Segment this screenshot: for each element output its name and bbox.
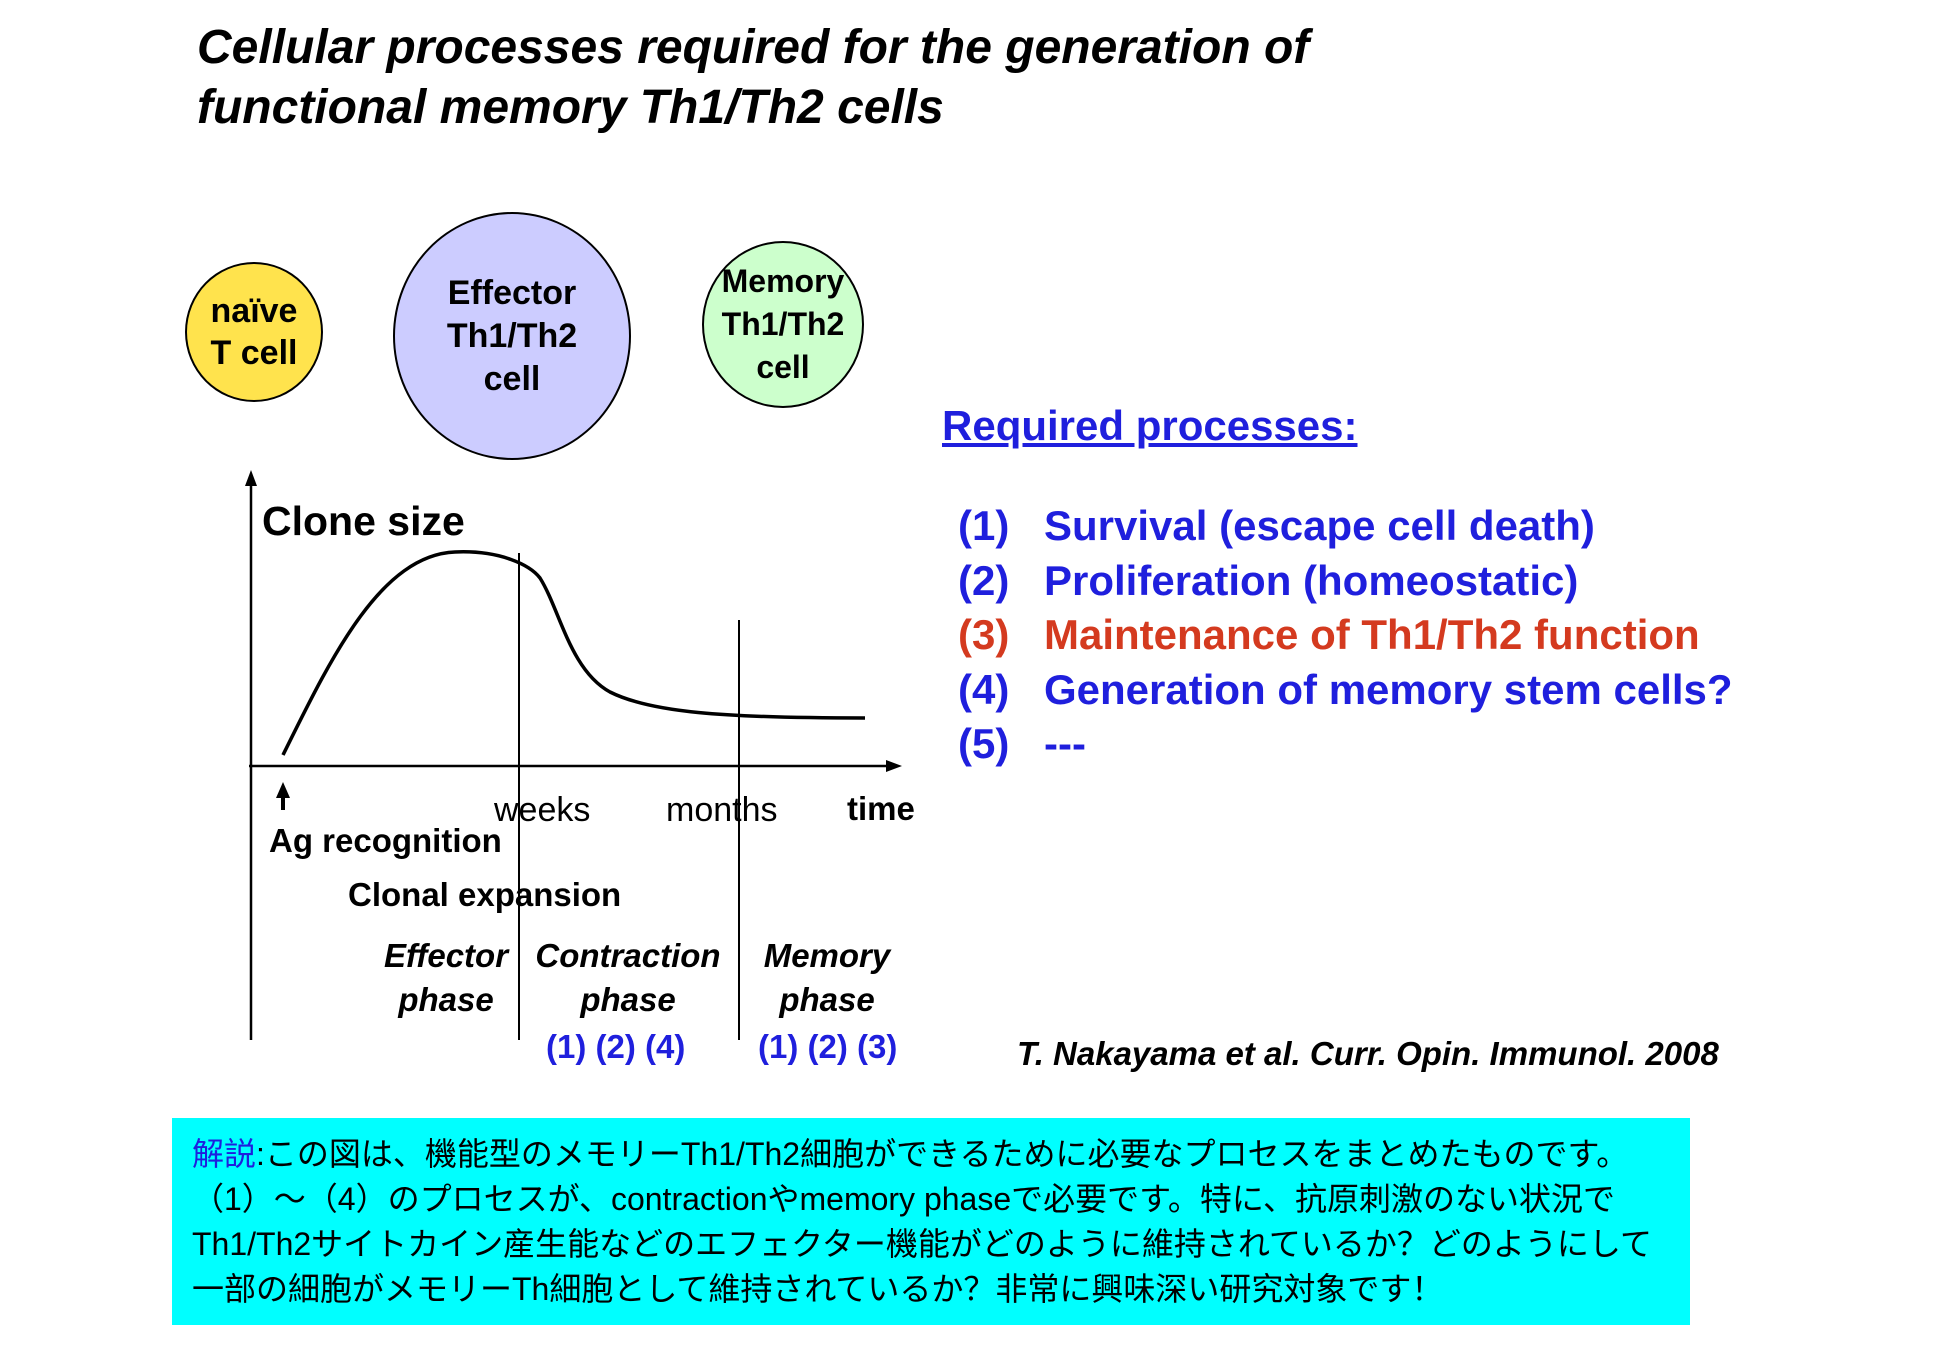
naive-t-cell-circle: naïve T cell [185, 262, 323, 402]
clone-size-curve [281, 550, 866, 756]
tick-months: months [666, 791, 778, 829]
explanation-line-3: Th1/Th2サイトカイン産生能などのエフェクター機能がどのように維持されている… [192, 1226, 1652, 1262]
effector-cell-label-1: Effector [447, 273, 577, 312]
effector-phase-label: Effector phase [374, 934, 518, 1022]
memory-phase-line-2: phase [779, 981, 875, 1018]
contraction-phase-processes: (1) (2) (4) [546, 1028, 686, 1065]
clonal-expansion-label: Clonal expansion [348, 876, 622, 913]
process-text: --- [1044, 720, 1086, 767]
citation: T. Nakayama et al. Curr. Opin. Immunol. … [1017, 1035, 1719, 1072]
contraction-phase-line-2: phase [580, 981, 676, 1018]
title-line-1: Cellular processes required for the gene… [197, 21, 1310, 74]
memory-phase-processes: (1) (2) (3) [758, 1028, 898, 1065]
process-number: (5) [958, 720, 1010, 767]
process-number: (4) [958, 666, 1010, 713]
effector-cell-label-2: Th1/Th2 [446, 316, 578, 355]
ag-recognition-label: Ag recognition [269, 822, 502, 859]
contraction-phase-line-1: Contraction [535, 937, 721, 974]
y-axis-arrowhead [245, 470, 257, 486]
process-text: Maintenance of Th1/Th2 function [1044, 611, 1700, 658]
memory-phase-line-1: Memory [763, 937, 891, 974]
process-text: Generation of memory stem cells? [1044, 666, 1733, 713]
tick-weeks: weeks [494, 791, 591, 829]
explanation-box: 解説:この図は、機能型のメモリーTh1/Th2細胞ができるために必要なプロセスを… [172, 1118, 1690, 1325]
explanation-line-4: 一部の細胞がメモリーTh細胞として維持されているか？非常に興味深い研究対象です！ [192, 1271, 1444, 1307]
contraction-phase-label: Contraction phase [528, 934, 728, 1022]
memory-cell-label-3: cell [756, 349, 810, 385]
memory-cell-label-1: Memory [721, 263, 845, 299]
effector-phase-line-1: Effector [383, 937, 509, 974]
required-processes-heading: Required processes: [942, 402, 1358, 449]
process-text: Proliferation (homeostatic) [1044, 557, 1579, 604]
effector-phase-line-2: phase [398, 981, 494, 1018]
explanation-line-2: （1）～（4）のプロセスが、contractionやmemory phaseで必… [192, 1181, 1615, 1217]
explanation-line-1-text: :この図は、機能型のメモリーTh1/Th2細胞ができるために必要なプロセスをまと… [256, 1136, 1629, 1172]
process-number: (3) [958, 611, 1010, 658]
explanation-lead: 解説 [192, 1136, 257, 1172]
effector-cell-circle: Effector Th1/Th2 cell [393, 212, 631, 460]
effector-cell-label-3: cell [483, 359, 541, 398]
memory-cell-label-2: Th1/Th2 [721, 306, 845, 342]
required-process-item: (2) Proliferation (homeostatic) [958, 557, 1578, 605]
process-text: Survival (escape cell death) [1044, 502, 1595, 549]
process-number: (2) [958, 557, 1010, 604]
explanation-line-1: 解説:この図は、機能型のメモリーTh1/Th2細胞ができるために必要なプロセスを… [192, 1132, 1672, 1177]
naive-cell-label-1: naïve [210, 292, 298, 330]
memory-phase-label: Memory phase [752, 934, 902, 1022]
title-line-2: functional memory Th1/Th2 cells [197, 81, 944, 134]
x-axis-arrowhead [886, 760, 902, 772]
y-axis-label: Clone size [262, 498, 465, 544]
ag-recognition-arrowhead [276, 782, 290, 798]
slide-title: Cellular processes required for the gene… [197, 18, 1309, 138]
memory-cell-circle: Memory Th1/Th2 cell [702, 241, 864, 408]
x-axis-label: time [847, 790, 915, 827]
required-process-item: (4) Generation of memory stem cells? [958, 666, 1733, 714]
naive-cell-label-2: T cell [210, 334, 298, 372]
required-process-item: (1) Survival (escape cell death) [958, 502, 1595, 550]
process-number: (1) [958, 502, 1010, 549]
required-process-item: (5) --- [958, 720, 1086, 768]
required-process-item: (3) Maintenance of Th1/Th2 function [958, 611, 1700, 659]
